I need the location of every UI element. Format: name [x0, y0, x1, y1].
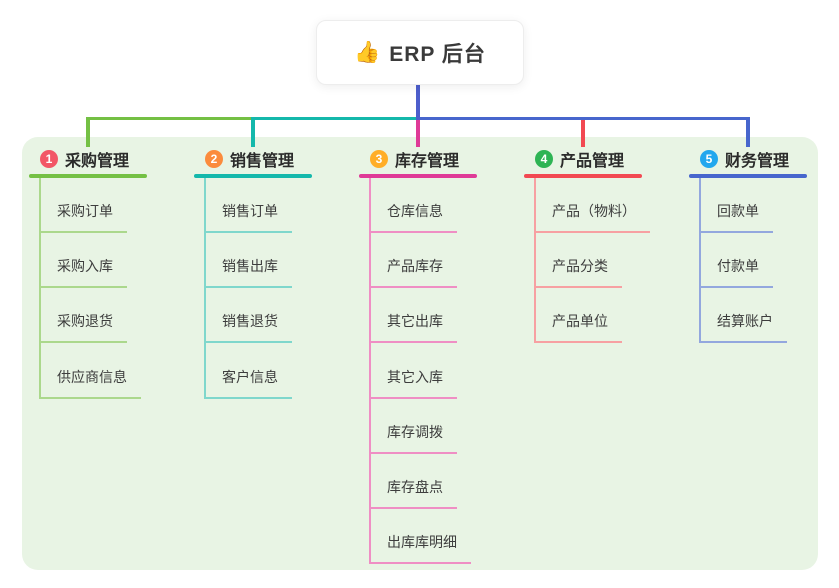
branch-underline — [29, 174, 147, 178]
branch-2: 2 销售管理销售订单销售出库销售退货客户信息 — [194, 149, 312, 399]
root-title: ERP 后台 — [389, 42, 486, 66]
branch-label: 销售管理 — [230, 153, 295, 170]
branch-number-badge: 2 — [205, 150, 223, 168]
child-label: 产品单位 — [535, 312, 622, 344]
branch-node-2[interactable]: 2 销售管理 — [194, 149, 312, 170]
branch-3: 3 库存管理仓库信息产品库存其它出库其它入库库存调拨库存盘点出库库明细 — [359, 149, 477, 565]
child-label: 销售退货 — [205, 312, 292, 344]
child-label: 采购退货 — [40, 312, 127, 344]
child-node[interactable]: 客户信息 — [205, 368, 292, 399]
child-label: 出库库明细 — [370, 533, 471, 565]
bus-segment-left — [86, 116, 253, 120]
child-label: 其它入库 — [370, 368, 457, 399]
child-label: 客户信息 — [205, 368, 292, 399]
branch-underline — [359, 174, 477, 178]
branch-node-3[interactable]: 3 库存管理 — [359, 149, 477, 170]
child-label: 其它出库 — [370, 312, 457, 344]
child-node[interactable]: 产品库存 — [370, 257, 457, 289]
branch-drop-line — [251, 118, 255, 147]
child-node[interactable]: 采购退货 — [40, 312, 127, 344]
child-node[interactable]: 销售出库 — [205, 257, 292, 289]
child-label: 库存盘点 — [370, 478, 457, 509]
child-node[interactable]: 采购入库 — [40, 257, 127, 289]
branch-underline — [194, 174, 312, 178]
child-label: 库存调拨 — [370, 423, 457, 454]
branch-node-1[interactable]: 1 采购管理 — [29, 149, 147, 170]
children-spine-line — [39, 178, 41, 399]
child-label: 付款单 — [700, 257, 773, 289]
branch-number-badge: 3 — [370, 150, 388, 168]
bus-segment-mid — [251, 116, 418, 120]
branch-5: 5 财务管理回款单付款单结算账户 — [689, 149, 807, 344]
child-label: 采购入库 — [40, 257, 127, 289]
branch-underline — [524, 174, 642, 178]
child-label: 销售订单 — [205, 202, 292, 233]
branch-number-badge: 1 — [40, 150, 58, 168]
branch-4: 4 产品管理产品（物料） 产品分类产品单位 — [524, 149, 650, 344]
child-node[interactable]: 其它入库 — [370, 368, 457, 399]
children-spine-line — [369, 178, 371, 565]
child-node[interactable]: 库存调拨 — [370, 423, 457, 454]
child-node[interactable]: 库存盘点 — [370, 478, 457, 509]
child-label: 回款单 — [700, 202, 773, 233]
branch-node-4[interactable]: 4 产品管理 — [524, 149, 642, 170]
branch-label: 产品管理 — [560, 153, 625, 170]
children-spine-line — [699, 178, 701, 344]
branch-label: 库存管理 — [395, 153, 460, 170]
branches-panel — [22, 137, 818, 570]
child-node[interactable]: 回款单 — [700, 202, 773, 233]
child-node[interactable]: 产品分类 — [535, 257, 622, 289]
child-label: 结算账户 — [700, 312, 787, 344]
child-node[interactable]: 销售退货 — [205, 312, 292, 344]
child-node[interactable]: 出库库明细 — [370, 533, 471, 565]
branch-label: 财务管理 — [725, 153, 790, 170]
branch-drop-line — [581, 118, 585, 147]
branch-node-5[interactable]: 5 财务管理 — [689, 149, 807, 170]
thumbs-up-icon: 👍 — [354, 40, 381, 64]
branch-underline — [689, 174, 807, 178]
child-label: 产品库存 — [370, 257, 457, 289]
child-node[interactable]: 产品（物料） — [535, 202, 650, 233]
root-trunk-line — [416, 84, 420, 120]
child-node[interactable]: 供应商信息 — [40, 368, 141, 399]
bus-segment-right — [416, 116, 750, 120]
child-label: 产品分类 — [535, 257, 622, 289]
branch-drop-line — [746, 118, 750, 147]
child-label: 仓库信息 — [370, 202, 457, 233]
child-node[interactable]: 仓库信息 — [370, 202, 457, 233]
child-node[interactable]: 销售订单 — [205, 202, 292, 233]
child-label: 销售出库 — [205, 257, 292, 289]
branch-1: 1 采购管理采购订单采购入库采购退货供应商信息 — [29, 149, 147, 399]
branch-drop-line — [86, 118, 90, 147]
child-node[interactable]: 付款单 — [700, 257, 773, 289]
child-label: 产品（物料） — [535, 202, 650, 233]
child-node[interactable]: 产品单位 — [535, 312, 622, 344]
branch-number-badge: 4 — [535, 150, 553, 168]
child-label: 采购订单 — [40, 202, 127, 233]
child-node[interactable]: 采购订单 — [40, 202, 127, 233]
branch-label: 采购管理 — [65, 153, 130, 170]
children-spine-line — [204, 178, 206, 399]
children-spine-line — [534, 178, 536, 344]
root-node[interactable]: 👍 ERP 后台 — [316, 20, 524, 85]
child-node[interactable]: 其它出库 — [370, 312, 457, 344]
child-label: 供应商信息 — [40, 368, 141, 399]
branch-number-badge: 5 — [700, 150, 718, 168]
branch-drop-line — [416, 118, 420, 147]
child-node[interactable]: 结算账户 — [700, 312, 787, 344]
